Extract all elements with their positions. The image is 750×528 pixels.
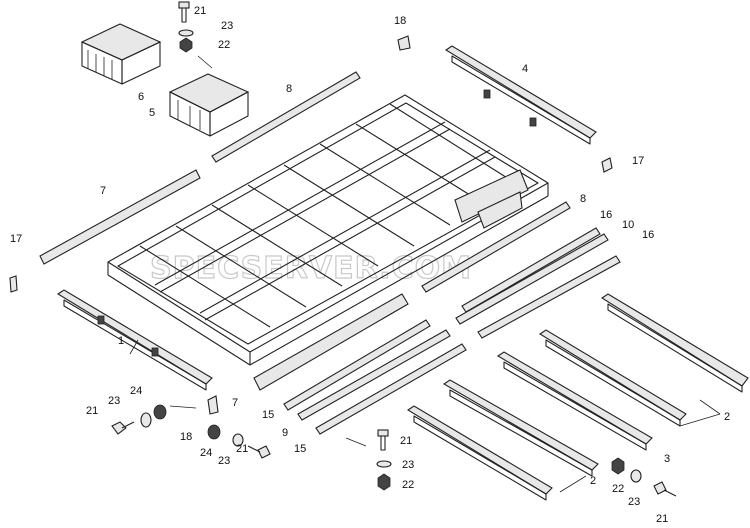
callout-23: 23	[218, 455, 230, 467]
rail-part-8-right	[421, 201, 571, 293]
strip-part-15-b	[315, 343, 467, 435]
callout-24: 24	[200, 447, 212, 459]
callout-21: 21	[400, 435, 412, 447]
washer-icon-left-24	[153, 404, 167, 420]
clip-part-18-top	[397, 35, 411, 51]
crossbeam-part-2-lower	[406, 405, 553, 501]
callout-23: 23	[221, 20, 233, 32]
bolt-icon-right	[653, 481, 677, 497]
callout-21: 21	[194, 5, 206, 17]
callout-15: 15	[294, 443, 306, 455]
callout-21: 21	[656, 513, 668, 525]
washer-icon-mid-24	[207, 424, 221, 440]
crossbeam-part-2-upper	[600, 293, 749, 393]
strip-part-16-b	[477, 255, 621, 339]
washer-icon-center	[376, 460, 392, 468]
callout-21: 21	[86, 405, 98, 417]
callout-21: 21	[236, 443, 248, 455]
rail-part-7-front	[253, 293, 409, 391]
washer-icon-left-23	[140, 412, 152, 428]
callout-17: 17	[632, 155, 644, 167]
washer-icon-top	[178, 29, 194, 37]
washer-icon-right	[630, 469, 642, 483]
callout-18: 18	[180, 431, 192, 443]
callout-2: 2	[590, 475, 596, 487]
nut-icon-top	[179, 37, 193, 53]
beam-part-1	[56, 289, 213, 391]
callout-2: 2	[724, 411, 730, 423]
clip-part-17-left	[9, 275, 18, 293]
strip-part-9	[297, 329, 451, 421]
bolt-icon-left	[111, 421, 135, 435]
callout-23: 23	[402, 459, 414, 471]
callout-4: 4	[522, 63, 528, 75]
washer-icon-mid-23	[232, 433, 244, 447]
callout-10: 10	[622, 219, 634, 231]
callout-17: 17	[10, 233, 22, 245]
callout-9: 9	[282, 427, 288, 439]
strip-part-10	[455, 233, 609, 325]
strip-part-15-a	[283, 319, 431, 411]
callout-7: 7	[232, 397, 238, 409]
nut-icon-center	[377, 473, 391, 491]
callout-15: 15	[262, 409, 274, 421]
callout-22: 22	[218, 39, 230, 51]
leader-lines	[129, 55, 721, 493]
crossbeam-part-3	[496, 351, 653, 451]
callout-5: 5	[149, 107, 155, 119]
box-part-6	[80, 23, 162, 85]
callout-6: 6	[138, 91, 144, 103]
bolt-icon-center	[377, 429, 389, 451]
crossbeam-part-unlabeled	[442, 379, 599, 477]
rail-part-7-left	[39, 169, 201, 265]
platform-frame	[107, 94, 549, 366]
watermark-text: SPECSERVER.COM	[150, 251, 472, 286]
box-part-5	[168, 73, 250, 137]
callout-23: 23	[108, 395, 120, 407]
callout-22: 22	[402, 479, 414, 491]
callout-18: 18	[394, 15, 406, 27]
callout-labels: 21 23 22 18 4 6 5 8 17 7 8 16 10 16 17 1…	[10, 5, 730, 525]
callout-24: 24	[130, 385, 142, 397]
callout-7: 7	[100, 185, 106, 197]
nut-icon-right	[611, 457, 625, 475]
callout-16: 16	[642, 229, 654, 241]
callout-16: 16	[600, 209, 612, 221]
bolt-icon-mid	[247, 445, 271, 459]
clip-part-18-mid	[207, 395, 219, 415]
callout-23: 23	[628, 496, 640, 508]
bolt-icon-top	[178, 1, 190, 23]
strip-part-16-a	[461, 227, 601, 313]
clip-part-17-right	[601, 157, 613, 173]
callout-8: 8	[580, 193, 586, 205]
callout-22: 22	[612, 483, 624, 495]
callout-3: 3	[664, 453, 670, 465]
callout-8: 8	[286, 83, 292, 95]
callout-1: 1	[118, 335, 124, 347]
rail-part-8-top	[211, 71, 361, 163]
beam-part-4	[444, 45, 597, 145]
